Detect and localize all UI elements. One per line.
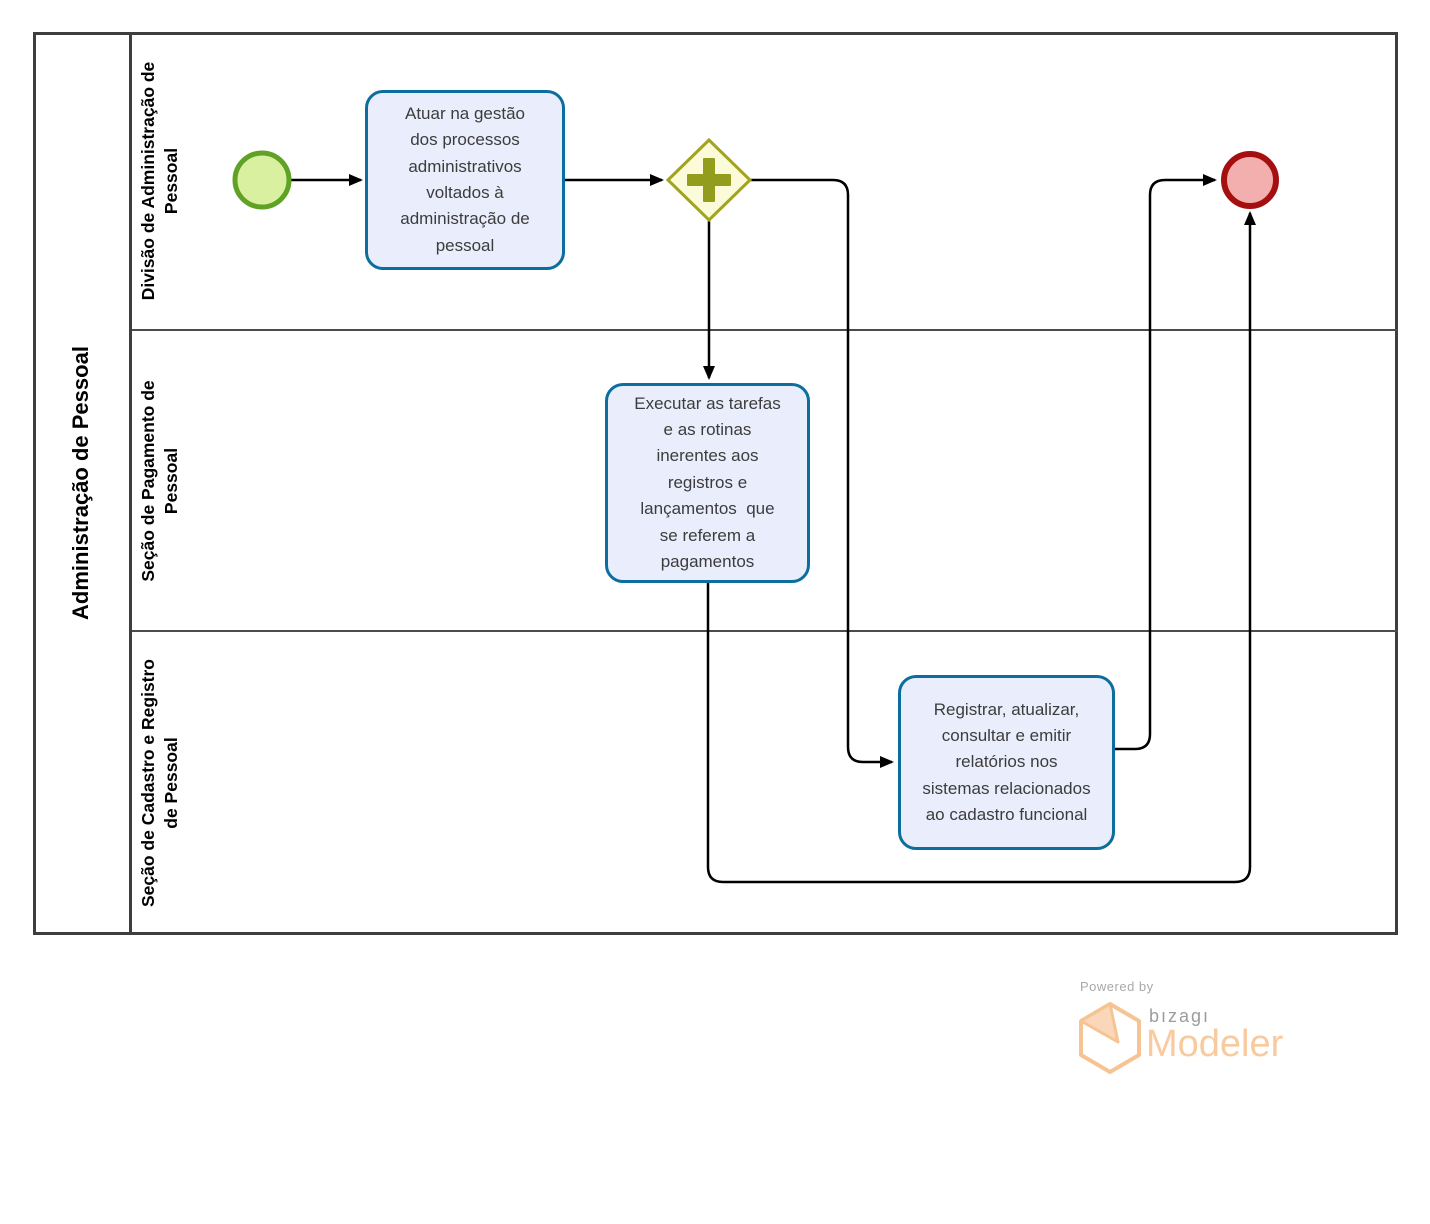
sequence-flow-task3-to-end[interactable]: [1115, 174, 1217, 751]
task-registrar-atualizar[interactable]: Registrar, atualizar, consultar e emitir…: [898, 675, 1115, 850]
sequence-flow-gateway-to-task3[interactable]: [750, 178, 894, 768]
bizagi-logo-icon: [1079, 1002, 1141, 1074]
lane-divider-1: [132, 329, 1398, 331]
lane-divider-2: [132, 630, 1398, 632]
task-label: Executar as tarefas e as rotinas inerent…: [634, 393, 786, 571]
modeler-product-text: Modeler: [1146, 1023, 1284, 1065]
task-label: Registrar, atualizar, consultar e emitir…: [922, 699, 1096, 825]
task-label: Atuar na gestão dos processos administra…: [400, 103, 535, 255]
powered-by-text: Powered by: [1080, 979, 1154, 994]
bizagi-brand-text: bızagı: [1149, 1006, 1211, 1026]
task-executar-tarefas[interactable]: Executar as tarefas e as rotinas inerent…: [605, 383, 810, 583]
task-atuar-na-gestao[interactable]: Atuar na gestão dos processos administra…: [365, 90, 565, 270]
start-event[interactable]: [232, 150, 292, 210]
sequence-flow-task2-to-end[interactable]: [706, 211, 1256, 884]
end-event[interactable]: [1221, 151, 1279, 209]
plus-icon: [687, 158, 731, 202]
pool-header-divider: [129, 32, 132, 935]
